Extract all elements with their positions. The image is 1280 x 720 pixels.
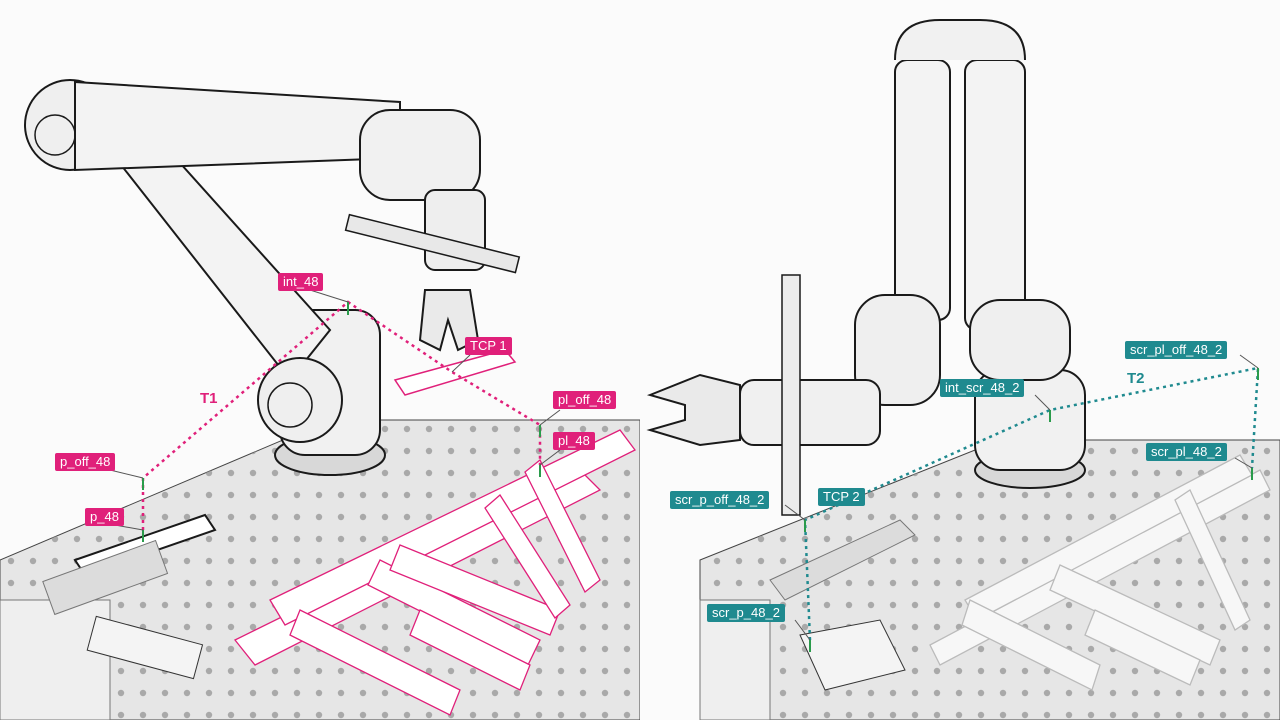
robot-shoulder-joint [969, 299, 1071, 381]
right-robot-scene: T2 scr_pl_off_48_2 int_scr_48_2 scr_pl_4… [640, 0, 1280, 720]
target-label-scr-pl-off: scr_pl_off_48_2 [1125, 341, 1228, 359]
robot-elbow-joint [854, 294, 941, 406]
target-label-scr-p-off: scr_p_off_48_2 [670, 491, 770, 509]
robot-shoulder-joint [257, 357, 343, 443]
gripper [646, 373, 741, 447]
robot-wrist [739, 379, 881, 446]
robot-top-joint [894, 19, 1026, 61]
target-label-pl: pl_48 [553, 432, 595, 450]
robot-upper-arm [964, 59, 1026, 331]
electronics-board [799, 619, 906, 691]
target-label-tcp1: TCP 1 [465, 337, 512, 355]
target-label-int-scr: int_scr_48_2 [940, 379, 1025, 397]
assembly-structure [233, 429, 636, 716]
table-leg [0, 599, 111, 720]
gripper [418, 289, 480, 352]
target-label-scr-p: scr_p_48_2 [707, 604, 785, 622]
screwdriver-tool [781, 274, 801, 516]
target-label-pl-off: pl_off_48 [553, 391, 617, 409]
screwdriver-tool [344, 213, 521, 274]
right-scene-drawing [646, 19, 1280, 720]
robot-lower-arm [894, 59, 951, 321]
target-frames [804, 368, 1259, 652]
trajectory-label-t1: T1 [200, 390, 218, 407]
pickup-fixture [42, 539, 169, 616]
assembly-structure [929, 454, 1271, 691]
trajectory-label-t2: T2 [1127, 370, 1145, 387]
target-label-p-off: p_off_48 [55, 453, 116, 471]
left-scene-drawing [0, 79, 640, 720]
target-frames [142, 302, 541, 542]
target-label-tcp2: TCP 2 [818, 488, 865, 506]
target-label-int: int_48 [278, 273, 324, 291]
screw-fixture [769, 519, 916, 601]
robot-wrist [359, 109, 481, 201]
target-label-scr-pl: scr_pl_48_2 [1146, 443, 1227, 461]
robot-upper-arm [74, 80, 401, 172]
left-robot-scene: T1 int_48 TCP 1 pl_off_48 pl_48 p_off_48… [0, 79, 640, 720]
electronics-board [86, 615, 204, 680]
target-label-p: p_48 [85, 508, 124, 526]
label-leaders [784, 354, 1259, 641]
